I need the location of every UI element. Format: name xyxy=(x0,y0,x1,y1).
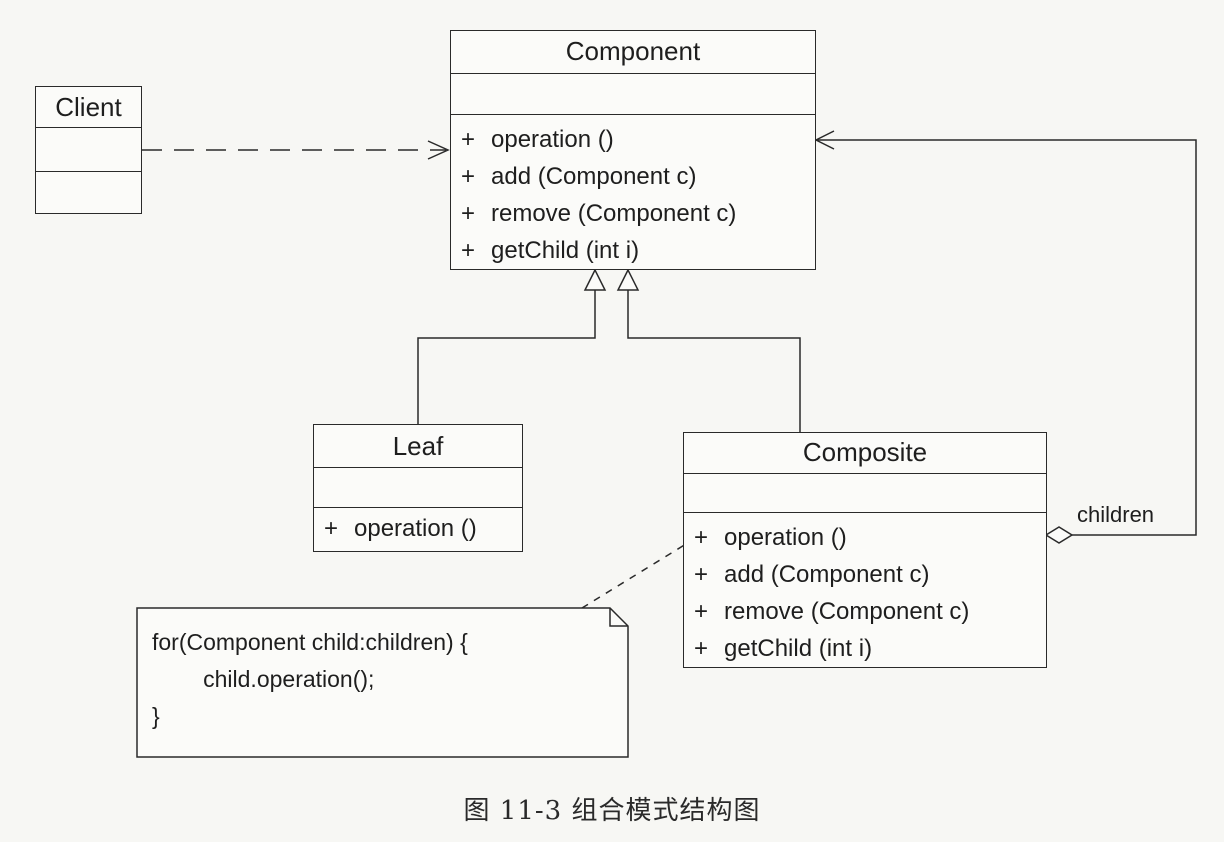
operation-compartment xyxy=(36,172,141,213)
note-line: child.operation(); xyxy=(152,666,375,692)
operation-row: +getChild (int i) xyxy=(461,237,640,264)
operation-row: +operation () xyxy=(461,126,614,153)
figure-caption: 图 11-3 组合模式结构图 xyxy=(463,796,761,826)
attribute-compartment xyxy=(36,128,141,172)
aggregation-arrowhead xyxy=(814,130,835,150)
leaf-generalization-triangle xyxy=(583,268,607,291)
aggregation-line xyxy=(816,139,1197,536)
operation-row: +add (Component c) xyxy=(461,163,697,190)
operation-compartment: +operation () +add (Component c) +remove… xyxy=(684,513,1046,667)
leaf-generalization-line xyxy=(417,288,596,424)
note-anchor-line xyxy=(581,543,687,609)
operation-row: +add (Component c) xyxy=(694,561,930,588)
class-name: Component xyxy=(451,31,815,74)
operation-row: +remove (Component c) xyxy=(461,200,737,227)
operation-row: +operation () xyxy=(324,515,477,542)
association-label: children xyxy=(1077,502,1155,527)
class-composite: Composite +operation () +add (Component … xyxy=(683,432,1047,668)
attribute-compartment xyxy=(314,468,522,508)
dependency-arrowhead xyxy=(427,140,450,160)
attribute-compartment xyxy=(684,474,1046,513)
composite-generalization-triangle xyxy=(616,268,640,291)
composite-generalization-line xyxy=(627,288,801,432)
class-name: Leaf xyxy=(314,425,522,468)
note-fold xyxy=(609,608,628,627)
operation-compartment: +operation () +add (Component c) +remove… xyxy=(451,115,815,269)
note-line: } xyxy=(152,703,160,729)
class-leaf: Leaf +operation () xyxy=(313,424,523,552)
operation-compartment: +operation () xyxy=(314,508,522,551)
operation-row: +operation () xyxy=(694,524,847,551)
note-line: for(Component child:children) { xyxy=(152,629,468,655)
operation-row: +getChild (int i) xyxy=(694,635,873,662)
operation-row: +remove (Component c) xyxy=(694,598,970,625)
class-name: Client xyxy=(36,87,141,128)
class-name: Composite xyxy=(684,433,1046,474)
class-client: Client xyxy=(35,86,142,214)
class-component: Component +operation () +add (Component … xyxy=(450,30,816,270)
aggregation-diamond xyxy=(1044,526,1074,544)
attribute-compartment xyxy=(451,74,815,115)
note-shape xyxy=(136,607,629,758)
